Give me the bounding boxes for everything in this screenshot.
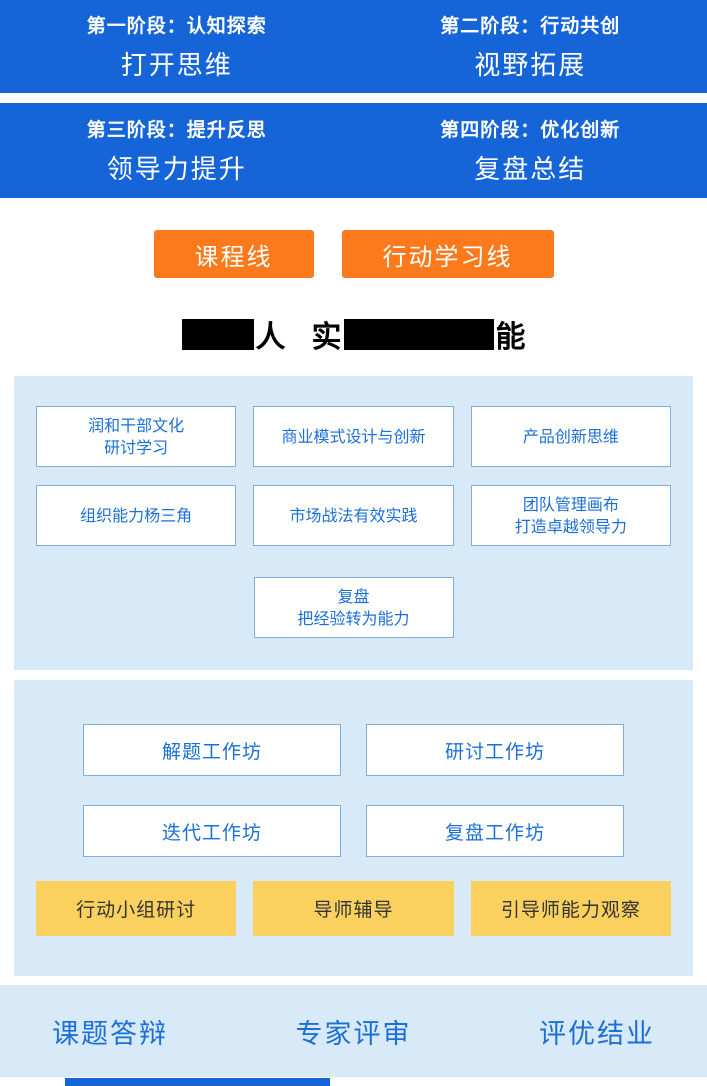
redaction-box — [343, 318, 494, 350]
workshop-row-2: 迭代工作坊 复盘工作坊 — [36, 805, 671, 857]
footer-item: 课题答辩 — [52, 1018, 168, 1050]
course-panel: 润和干部文化 研讨学习 商业模式设计与创新 产品创新思维 组织能力杨三角 市场战… — [14, 376, 693, 670]
support-box: 引导师能力观察 — [470, 881, 671, 936]
phase-4-title: 复盘总结 — [474, 155, 587, 185]
heading-fragment: 实 — [311, 320, 342, 355]
legend-row: 课程线 行动学习线 — [0, 230, 707, 278]
course-box: 润和干部文化 研讨学习 — [36, 406, 237, 467]
phase-4: 第四阶段：优化创新 复盘总结 — [354, 103, 707, 198]
phase-4-stage: 第四阶段：优化创新 — [440, 119, 621, 141]
workshop-box: 研讨工作坊 — [366, 724, 624, 776]
bottom-blue-bar — [65, 1078, 330, 1086]
footer-item: 评优结业 — [539, 1018, 655, 1050]
phase-3: 第三阶段：提升反思 领导力提升 — [0, 103, 354, 198]
workshop-row-1: 解题工作坊 研讨工作坊 — [36, 724, 671, 776]
phase-2-title: 视野拓展 — [474, 51, 587, 81]
workshop-box: 复盘工作坊 — [366, 805, 624, 857]
phase-banner-row-1: 第一阶段：认知探索 打开思维 第二阶段：行动共创 视野拓展 — [0, 0, 707, 93]
heading-fragment: 能 — [495, 320, 526, 355]
course-box: 团队管理画布 打造卓越领导力 — [470, 485, 671, 546]
course-box: 市场战法有效实践 — [253, 485, 454, 546]
course-box: 商业模式设计与创新 — [253, 406, 454, 467]
phase-1-title: 打开思维 — [120, 51, 233, 81]
redaction-box — [181, 318, 254, 350]
footer-panel: 课题答辩 专家评审 评优结业 — [0, 985, 707, 1077]
heading-fragment: 人 — [255, 320, 286, 355]
phase-banner-row-2: 第三阶段：提升反思 领导力提升 第四阶段：优化创新 复盘总结 — [0, 103, 707, 198]
footer-item: 专家评审 — [295, 1018, 412, 1050]
phase-1-stage: 第一阶段：认知探索 — [86, 15, 267, 37]
support-box: 行动小组研讨 — [36, 881, 237, 936]
support-box: 导师辅导 — [253, 881, 454, 936]
course-box: 组织能力杨三角 — [36, 485, 237, 546]
redacted-heading: 人 实 能 — [0, 316, 707, 355]
phase-3-stage: 第三阶段：提升反思 — [86, 119, 267, 141]
phase-3-title: 领导力提升 — [106, 155, 247, 185]
course-box: 复盘 把经验转为能力 — [253, 577, 454, 638]
phase-2: 第二阶段：行动共创 视野拓展 — [354, 0, 707, 93]
course-center-row: 复盘 把经验转为能力 — [36, 577, 671, 638]
course-grid: 润和干部文化 研讨学习 商业模式设计与创新 产品创新思维 组织能力杨三角 市场战… — [36, 406, 671, 546]
workshop-panel: 解题工作坊 研讨工作坊 迭代工作坊 复盘工作坊 行动小组研讨 导师辅导 引导师能… — [14, 680, 693, 976]
legend-action-learning-line: 行动学习线 — [341, 230, 554, 278]
workshop-box: 迭代工作坊 — [83, 805, 341, 857]
course-box: 产品创新思维 — [470, 406, 671, 467]
support-row: 行动小组研讨 导师辅导 引导师能力观察 — [36, 881, 671, 936]
phase-1: 第一阶段：认知探索 打开思维 — [0, 0, 354, 93]
workshop-box: 解题工作坊 — [83, 724, 341, 776]
legend-course-line: 课程线 — [153, 230, 314, 278]
phase-2-stage: 第二阶段：行动共创 — [440, 15, 621, 37]
